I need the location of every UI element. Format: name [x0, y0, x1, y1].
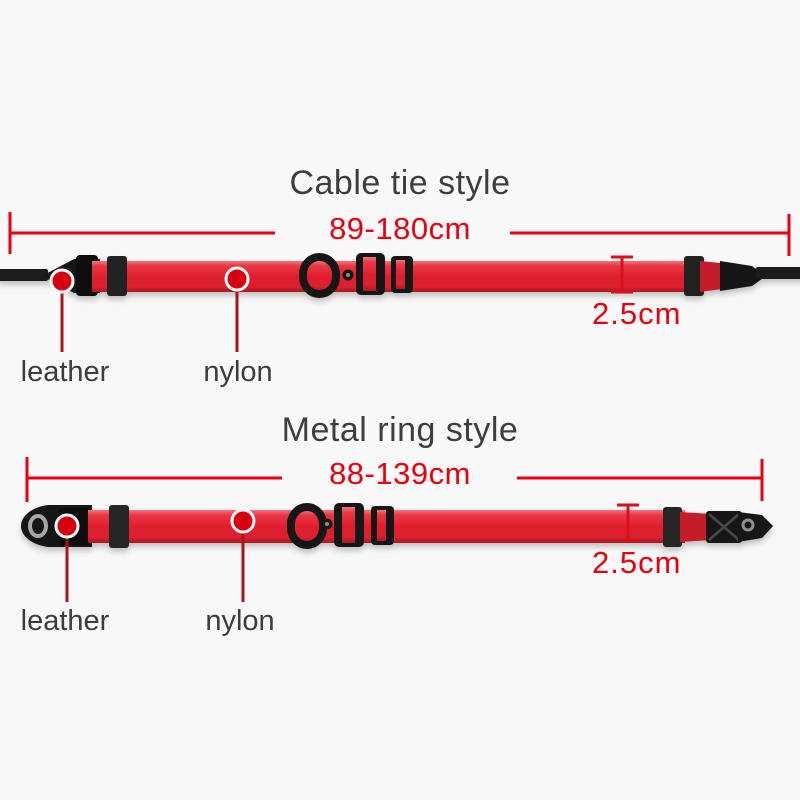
callout-dot-leather-2: [54, 513, 80, 539]
keeper-left-icon: [107, 256, 127, 296]
length-measure-line-1: [8, 212, 791, 256]
strap-width-label-1: 2.5cm: [592, 296, 682, 331]
keeper-right-icon: [663, 507, 682, 547]
callout-dot-nylon-1: [224, 266, 250, 292]
strap-metal-ring: [21, 503, 773, 549]
metal-ring-right-icon: [741, 518, 755, 532]
length-measure-line-2: [25, 457, 764, 502]
material-callouts-1: [49, 266, 250, 352]
material-callouts-2: [54, 508, 256, 602]
strap-width-label-2: 2.5cm: [592, 545, 682, 580]
buckle-strap-slot-icon: [363, 257, 376, 291]
leather-tab-right-icon: [720, 261, 766, 291]
length-range-label-1: 89-180cm: [329, 211, 471, 246]
material-label-nylon-2: nylon: [205, 605, 275, 637]
keeper-left-icon: [109, 505, 129, 548]
keeper-right-icon: [684, 256, 704, 296]
tri-glide-slot-icon: [396, 260, 405, 289]
material-label-leather-1: leather: [20, 356, 110, 388]
buckle-strap-slot-icon: [342, 507, 355, 543]
x-stitch-icon: [708, 513, 740, 541]
metal-ring-left-icon: [28, 514, 48, 538]
d-ring-icon: [299, 253, 340, 298]
cord-end-right-icon: [756, 267, 800, 279]
tri-glide-slot-icon: [377, 510, 386, 541]
callout-dot-nylon-2: [230, 508, 256, 534]
width-measure-1: [611, 255, 633, 294]
rivet-center-icon: [346, 273, 350, 277]
width-measure-2: [617, 503, 639, 542]
section-title-metal-ring: Metal ring style: [281, 411, 519, 449]
callout-dot-leather-1: [49, 268, 75, 294]
cord-end-left-icon: [0, 269, 48, 281]
material-label-nylon-1: nylon: [203, 356, 273, 388]
rivet-center-icon: [325, 522, 329, 526]
strap-cable-tie: [0, 253, 800, 298]
material-label-leather-2: leather: [20, 605, 110, 637]
webbing-fold-icon: [680, 512, 712, 542]
section-title-cable-tie: Cable tie style: [289, 164, 511, 202]
length-range-label-2: 88-139cm: [329, 456, 471, 491]
